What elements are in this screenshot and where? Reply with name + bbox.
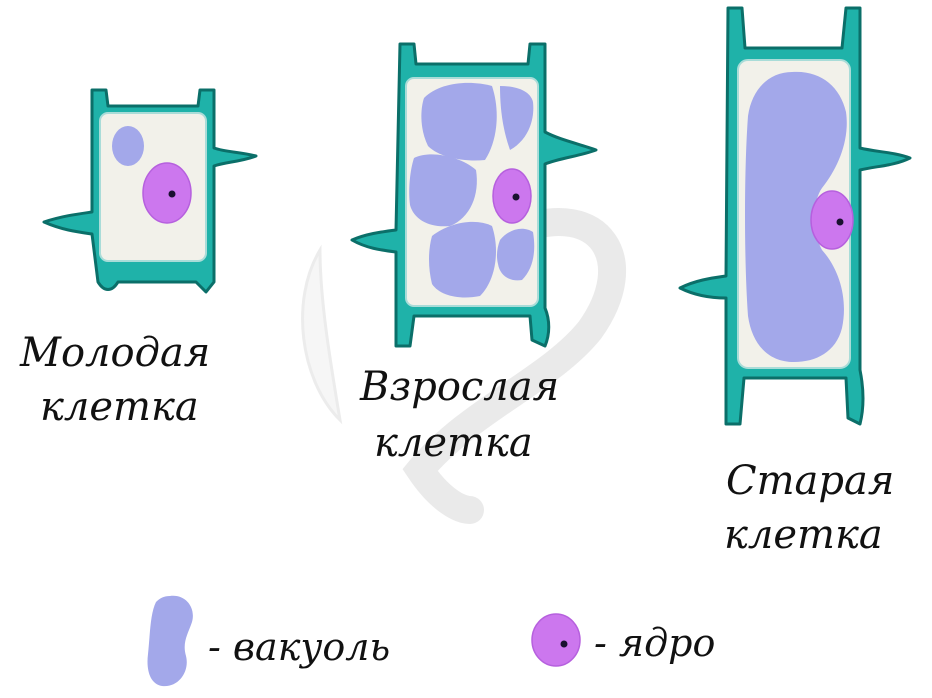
young-cell	[44, 90, 256, 292]
legend-vacuole-icon	[148, 596, 193, 686]
adult-cell	[352, 44, 596, 346]
young-label-line-2: клетка	[40, 384, 199, 430]
old-label-line-2: клетка	[724, 512, 883, 558]
adult-vacuole-4	[429, 222, 496, 298]
young-nucleus	[143, 163, 191, 223]
old-cell-label: Старая клетка	[724, 458, 894, 558]
young-label-line-1: Молодая	[19, 330, 210, 376]
young-vacuole	[112, 126, 144, 166]
adult-nucleus	[493, 169, 531, 223]
young-nucleolus	[169, 191, 176, 198]
legend-nucleolus-icon	[561, 641, 568, 648]
adult-label-line-2: клетка	[374, 420, 533, 466]
old-cell	[680, 8, 910, 424]
old-nucleolus	[837, 219, 844, 226]
adult-vacuole-1	[421, 83, 496, 161]
adult-nucleolus	[513, 194, 520, 201]
legend: - вакуоль - ядро	[148, 596, 716, 686]
old-label-line-1: Старая	[726, 458, 894, 504]
adult-label-line-1: Взрослая	[359, 364, 559, 410]
legend-nucleus-icon	[532, 614, 580, 666]
young-cell-label: Молодая клетка	[19, 330, 210, 430]
legend-nucleus-label: - ядро	[594, 621, 715, 665]
legend-vacuole-label: - вакуоль	[208, 625, 390, 669]
old-nucleus	[811, 191, 853, 249]
